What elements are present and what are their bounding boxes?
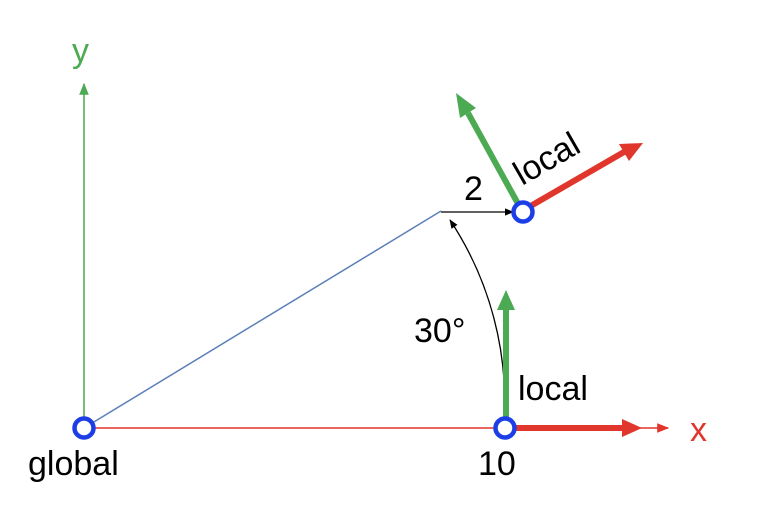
local-lower-label: local [518, 370, 588, 408]
angle-label: 30° [414, 312, 465, 350]
y-axis-label: y [72, 32, 89, 70]
distance-label: 10 [478, 445, 516, 483]
offset-label: 2 [464, 170, 483, 208]
global-label: global [28, 445, 119, 483]
global-origin-marker [72, 416, 96, 440]
local-lower-y-arrowhead [497, 290, 515, 310]
local-upper-x-arrow-shaft [520, 149, 626, 214]
local-upper-y-arrowhead [456, 93, 476, 118]
x-axis-label: x [690, 411, 707, 449]
radius-line [83, 210, 442, 429]
local-upper-origin-marker [511, 200, 535, 224]
local-upper-y-arrow-shaft [465, 111, 525, 213]
local-lower-x-arrowhead [622, 419, 642, 437]
local-upper-x-arrowhead [619, 143, 643, 161]
local-lower-origin-marker [493, 416, 517, 440]
